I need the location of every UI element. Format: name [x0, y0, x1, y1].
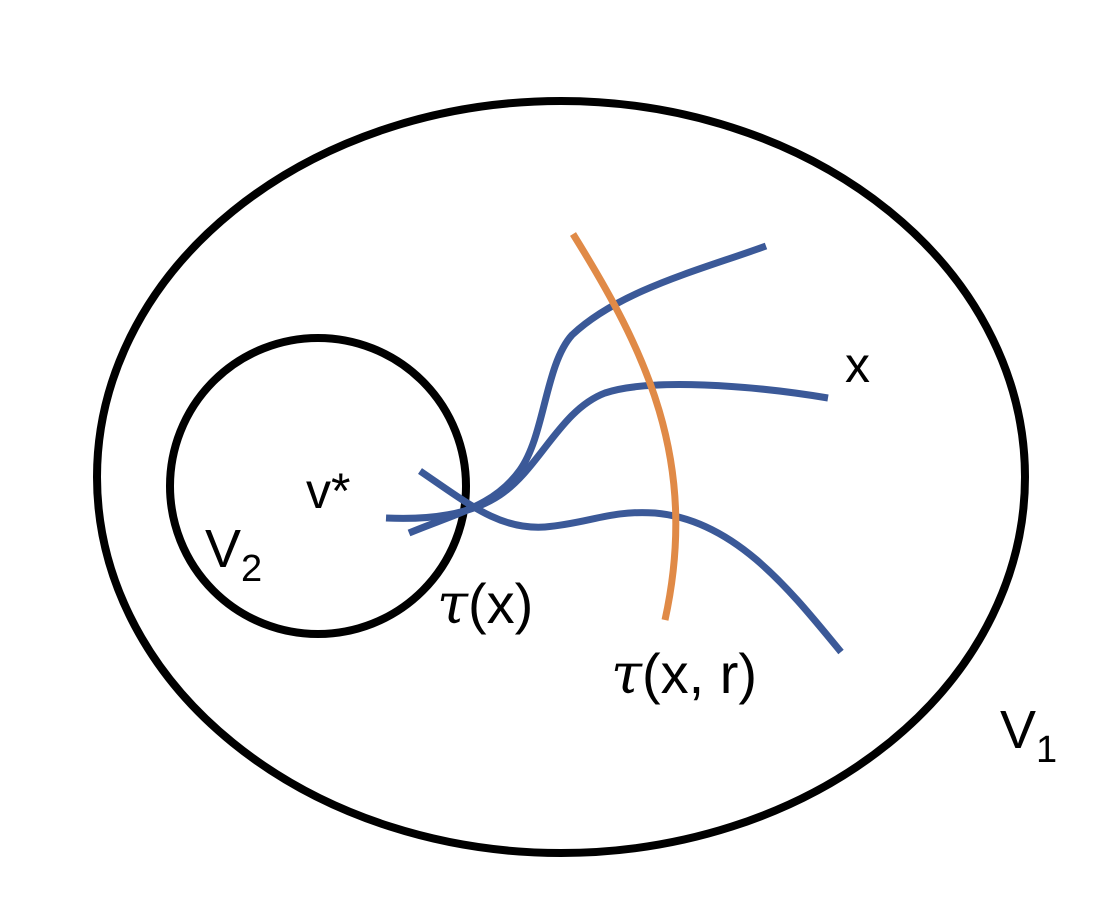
path-lower — [418, 468, 844, 655]
inner-region-v2 — [166, 334, 470, 638]
tau-x-r-args: (x, r) — [642, 642, 757, 705]
v2-label-sub: 2 — [241, 548, 262, 590]
v1-label: V1 — [1000, 700, 1057, 771]
tau-x-r-label: τ(x, r) — [611, 642, 757, 707]
v2-label-main: V — [205, 519, 241, 579]
tau-x-symbol: τ — [437, 572, 469, 637]
cut-curve-tau-x-r — [570, 232, 680, 621]
paths-group — [385, 242, 844, 655]
path-middle — [385, 381, 829, 522]
tau-x-r-symbol: τ — [611, 642, 643, 707]
outer-region-v1 — [93, 97, 1029, 857]
tau-x-label: τ(x) — [437, 572, 533, 637]
x-label: x — [845, 337, 870, 393]
v1-label-main: V — [1000, 700, 1036, 760]
v1-label-sub: 1 — [1036, 729, 1057, 771]
v-star-label: v* — [306, 463, 350, 519]
tau-x-args: (x) — [468, 572, 533, 635]
v2-label: V2 — [205, 519, 262, 590]
